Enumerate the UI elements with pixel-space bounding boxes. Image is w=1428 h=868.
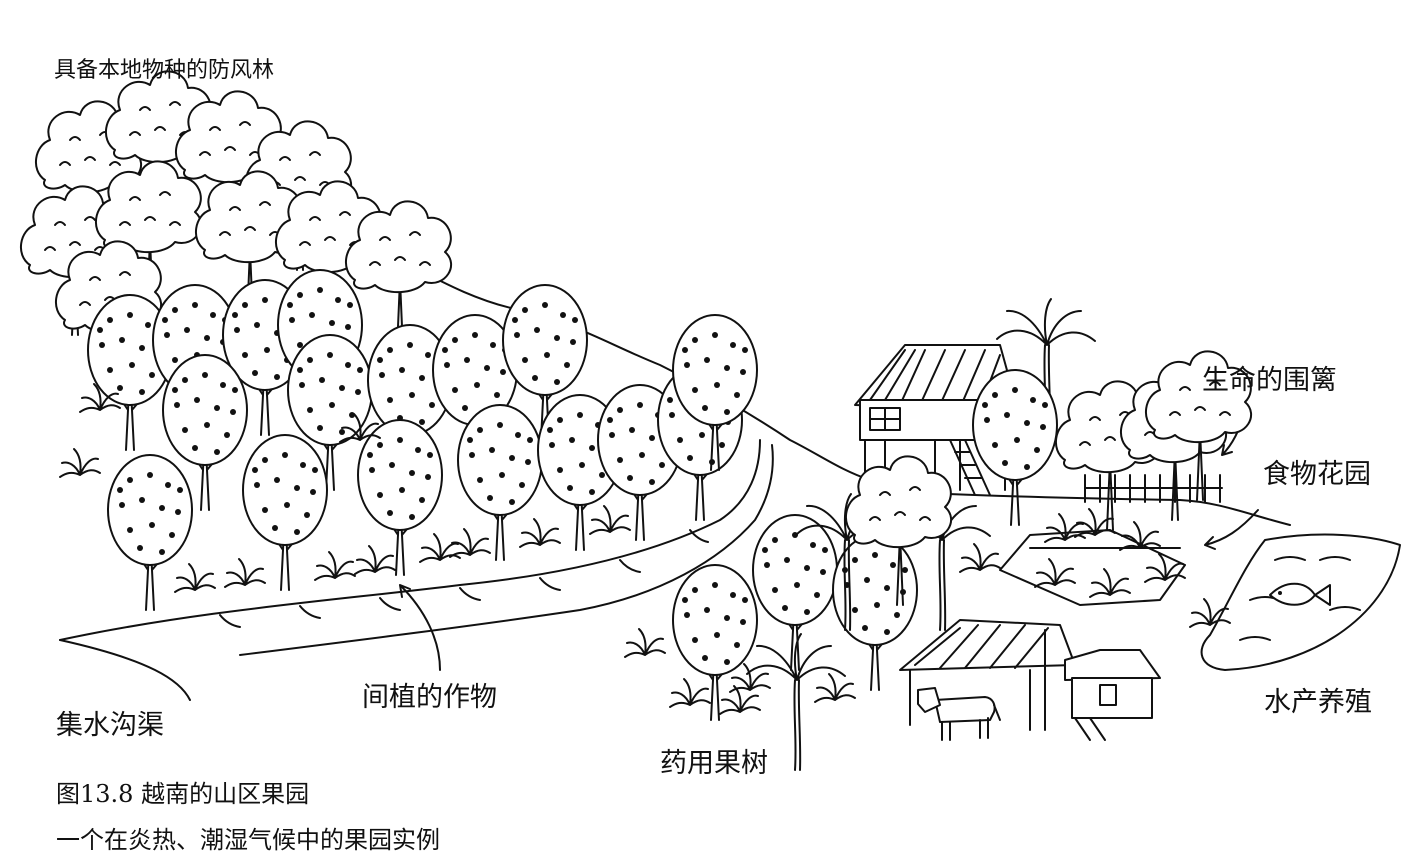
fish-icon [1269, 582, 1331, 606]
label-food-garden: 食物花园 [1263, 459, 1371, 490]
label-living-fence: 生命的围篱 [1202, 365, 1337, 396]
intercrop-pointer [399, 584, 441, 671]
caption-subtitle: 一个在炎热、潮湿气候中的果园实例 [56, 826, 440, 854]
fish-pond [1189, 533, 1401, 671]
catchment-swales [59, 439, 774, 701]
label-catchment: 集水沟渠 [56, 710, 164, 741]
cow-icon [917, 687, 1001, 741]
label-aquaculture: 水产养殖 [1264, 687, 1372, 718]
hut-icon [899, 619, 1161, 741]
food-garden-beds [999, 508, 1186, 606]
label-medicinal-fruit: 药用果树 [660, 748, 768, 779]
fruit-tree-rows [87, 269, 758, 611]
caption-title: 图13.8 越南的山区果园 [56, 780, 310, 808]
food-garden-pointer [1204, 509, 1259, 550]
fence-icon [1054, 350, 1253, 531]
medicinal-fruit-trees [624, 455, 1001, 771]
hillside [379, 249, 871, 481]
label-windbreak: 具备本地物种的防风林 [54, 58, 275, 83]
house-shrub [972, 369, 1058, 526]
label-intercrop: 间植的作物 [362, 682, 497, 713]
